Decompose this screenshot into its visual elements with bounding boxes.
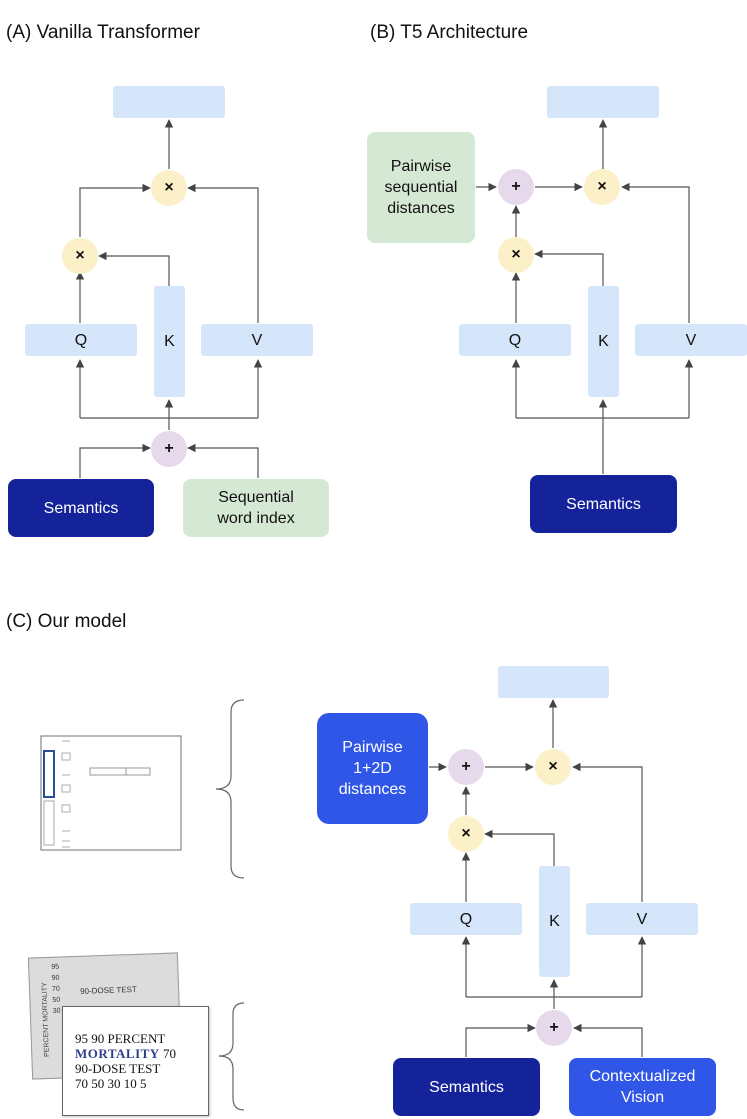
- panel-c-q-box: Q: [410, 903, 522, 935]
- panel-c-multiply-top: ×: [535, 749, 571, 785]
- back-page-axis-label: PERCENT MORTALITY: [41, 982, 51, 1058]
- panel-a-multiply-qk: ×: [62, 238, 98, 274]
- panel-a-q-box: Q: [25, 324, 137, 356]
- panel-c-v-box: V: [586, 903, 698, 935]
- panel-c-output-box: [498, 666, 609, 698]
- panel-c-vision-box: Contextualized Vision: [569, 1058, 716, 1116]
- panel-a-title: (A) Vanilla Transformer: [6, 22, 200, 43]
- panel-c-title: (C) Our model: [6, 611, 127, 632]
- panel-a-sequential-box: Sequential word index: [183, 479, 329, 537]
- panel-b-multiply-top: ×: [584, 169, 620, 205]
- panel-b-add-positional: +: [498, 169, 534, 205]
- scanned-page-front: 95 90 PERCENT MORTALITY 70 90-DOSE TEST …: [62, 1006, 209, 1116]
- panel-c-add-positional: +: [448, 749, 484, 785]
- panel-a-k-box: K: [154, 286, 185, 397]
- panel-c-semantics-box: Semantics: [393, 1058, 540, 1116]
- panel-c-multiply-qk: ×: [448, 816, 484, 852]
- back-page-ticks: 95 90 70 50 30: [51, 963, 61, 1015]
- panel-a-output-box: [113, 86, 225, 118]
- panel-b-semantics-box: Semantics: [530, 475, 677, 533]
- front-page-text: 95 90 PERCENT MORTALITY 70 90-DOSE TEST …: [75, 1031, 176, 1091]
- panel-c-add-input: +: [536, 1010, 572, 1046]
- panel-b-k-box: K: [588, 286, 619, 397]
- panel-b-q-box: Q: [459, 324, 571, 356]
- brace-shapes: [215, 699, 245, 1111]
- panel-c-k-box: K: [539, 866, 570, 977]
- panel-a-semantics-box: Semantics: [8, 479, 154, 537]
- panel-a-multiply-top: ×: [151, 170, 187, 206]
- panel-a-v-box: V: [201, 324, 313, 356]
- panel-b-pairwise-box: Pairwise sequential distances: [367, 132, 475, 243]
- panel-c-pairwise-box: Pairwise 1+2D distances: [317, 713, 428, 824]
- panel-b-output-box: [547, 86, 659, 118]
- panel-b-v-box: V: [635, 324, 747, 356]
- panel-a-add: +: [151, 431, 187, 467]
- panel-b-multiply-qk: ×: [498, 237, 534, 273]
- document-layout-thumbnail: [40, 735, 182, 851]
- panel-b-title: (B) T5 Architecture: [370, 22, 529, 43]
- back-page-label: 90-DOSE TEST: [79, 984, 138, 996]
